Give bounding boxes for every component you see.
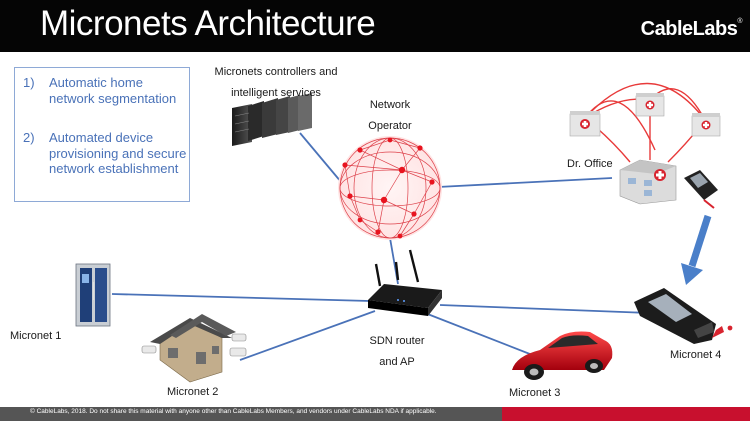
- footer-accent: [502, 407, 750, 421]
- header-bar: Micronets Architecture CableLabs®: [0, 0, 750, 52]
- slide-title: Micronets Architecture: [40, 4, 376, 43]
- logo-mark: ®: [737, 18, 742, 25]
- operator-label-line2: Operator: [368, 120, 412, 132]
- controllers-label: Micronets controllers and intelligent se…: [206, 63, 346, 102]
- controllers-label-line1: Micronets controllers and: [214, 66, 338, 78]
- network-operator-label: Network Operator: [355, 96, 425, 135]
- clinic-building-icon: [635, 93, 665, 117]
- micronet-4-label: Micronet 4: [670, 349, 722, 361]
- logo-text: CableLabs: [640, 18, 738, 40]
- point-item: 2) Automated device provisioning and sec…: [23, 130, 188, 177]
- smart-home-house-icon: [141, 314, 247, 383]
- footer-copyright: © CableLabs, 2018. Do not share this mat…: [30, 408, 437, 415]
- cablelabs-logo: CableLabs®: [640, 18, 743, 41]
- connected-car-icon: [512, 331, 613, 380]
- clinic-building-icon: [569, 111, 601, 137]
- router-label-line1: SDN router: [369, 335, 425, 347]
- sdn-router-label: SDN router and AP: [362, 332, 432, 371]
- point-item: 1) Automatic home network segmentation: [23, 75, 188, 106]
- link-operator-droffice: [437, 177, 613, 188]
- micronet-3-label: Micronet 3: [509, 387, 561, 399]
- micronet-1-label: Micronet 1: [10, 330, 62, 342]
- router-label-line2: and AP: [379, 356, 415, 368]
- medical-meter-icon: [684, 170, 718, 209]
- clinic-building-icon: [691, 113, 721, 137]
- operator-label-line1: Network: [369, 99, 411, 111]
- footer-bar: © CableLabs, 2018. Do not share this mat…: [0, 407, 750, 421]
- point-text: Automated device provisioning and secure…: [49, 130, 187, 176]
- glucose-meter-icon: [634, 288, 733, 344]
- link-router-micronet4: [439, 304, 651, 314]
- dr-office-label: Dr. Office: [567, 158, 613, 170]
- dr-office-building-icon: [619, 159, 677, 205]
- down-arrow-icon: [681, 214, 712, 285]
- server-rack-icon: [232, 93, 312, 146]
- link-router-micronet3: [424, 312, 536, 357]
- connection-links: [111, 132, 651, 361]
- link-router-micronet2: [239, 310, 376, 361]
- smart-refrigerator-icon: [75, 263, 111, 327]
- point-number: 1): [23, 75, 35, 90]
- link-router-micronet1: [111, 293, 371, 302]
- point-text: Automatic home network segmentation: [49, 75, 177, 106]
- sdn-router-icon: [368, 249, 442, 316]
- network-operator-globe-icon: [338, 136, 442, 240]
- micronet-2-label: Micronet 2: [167, 386, 219, 398]
- key-points-box: 1) Automatic home network segmentation 2…: [14, 67, 190, 202]
- point-number: 2): [23, 130, 35, 145]
- controllers-label-line2: intelligent services: [231, 87, 321, 99]
